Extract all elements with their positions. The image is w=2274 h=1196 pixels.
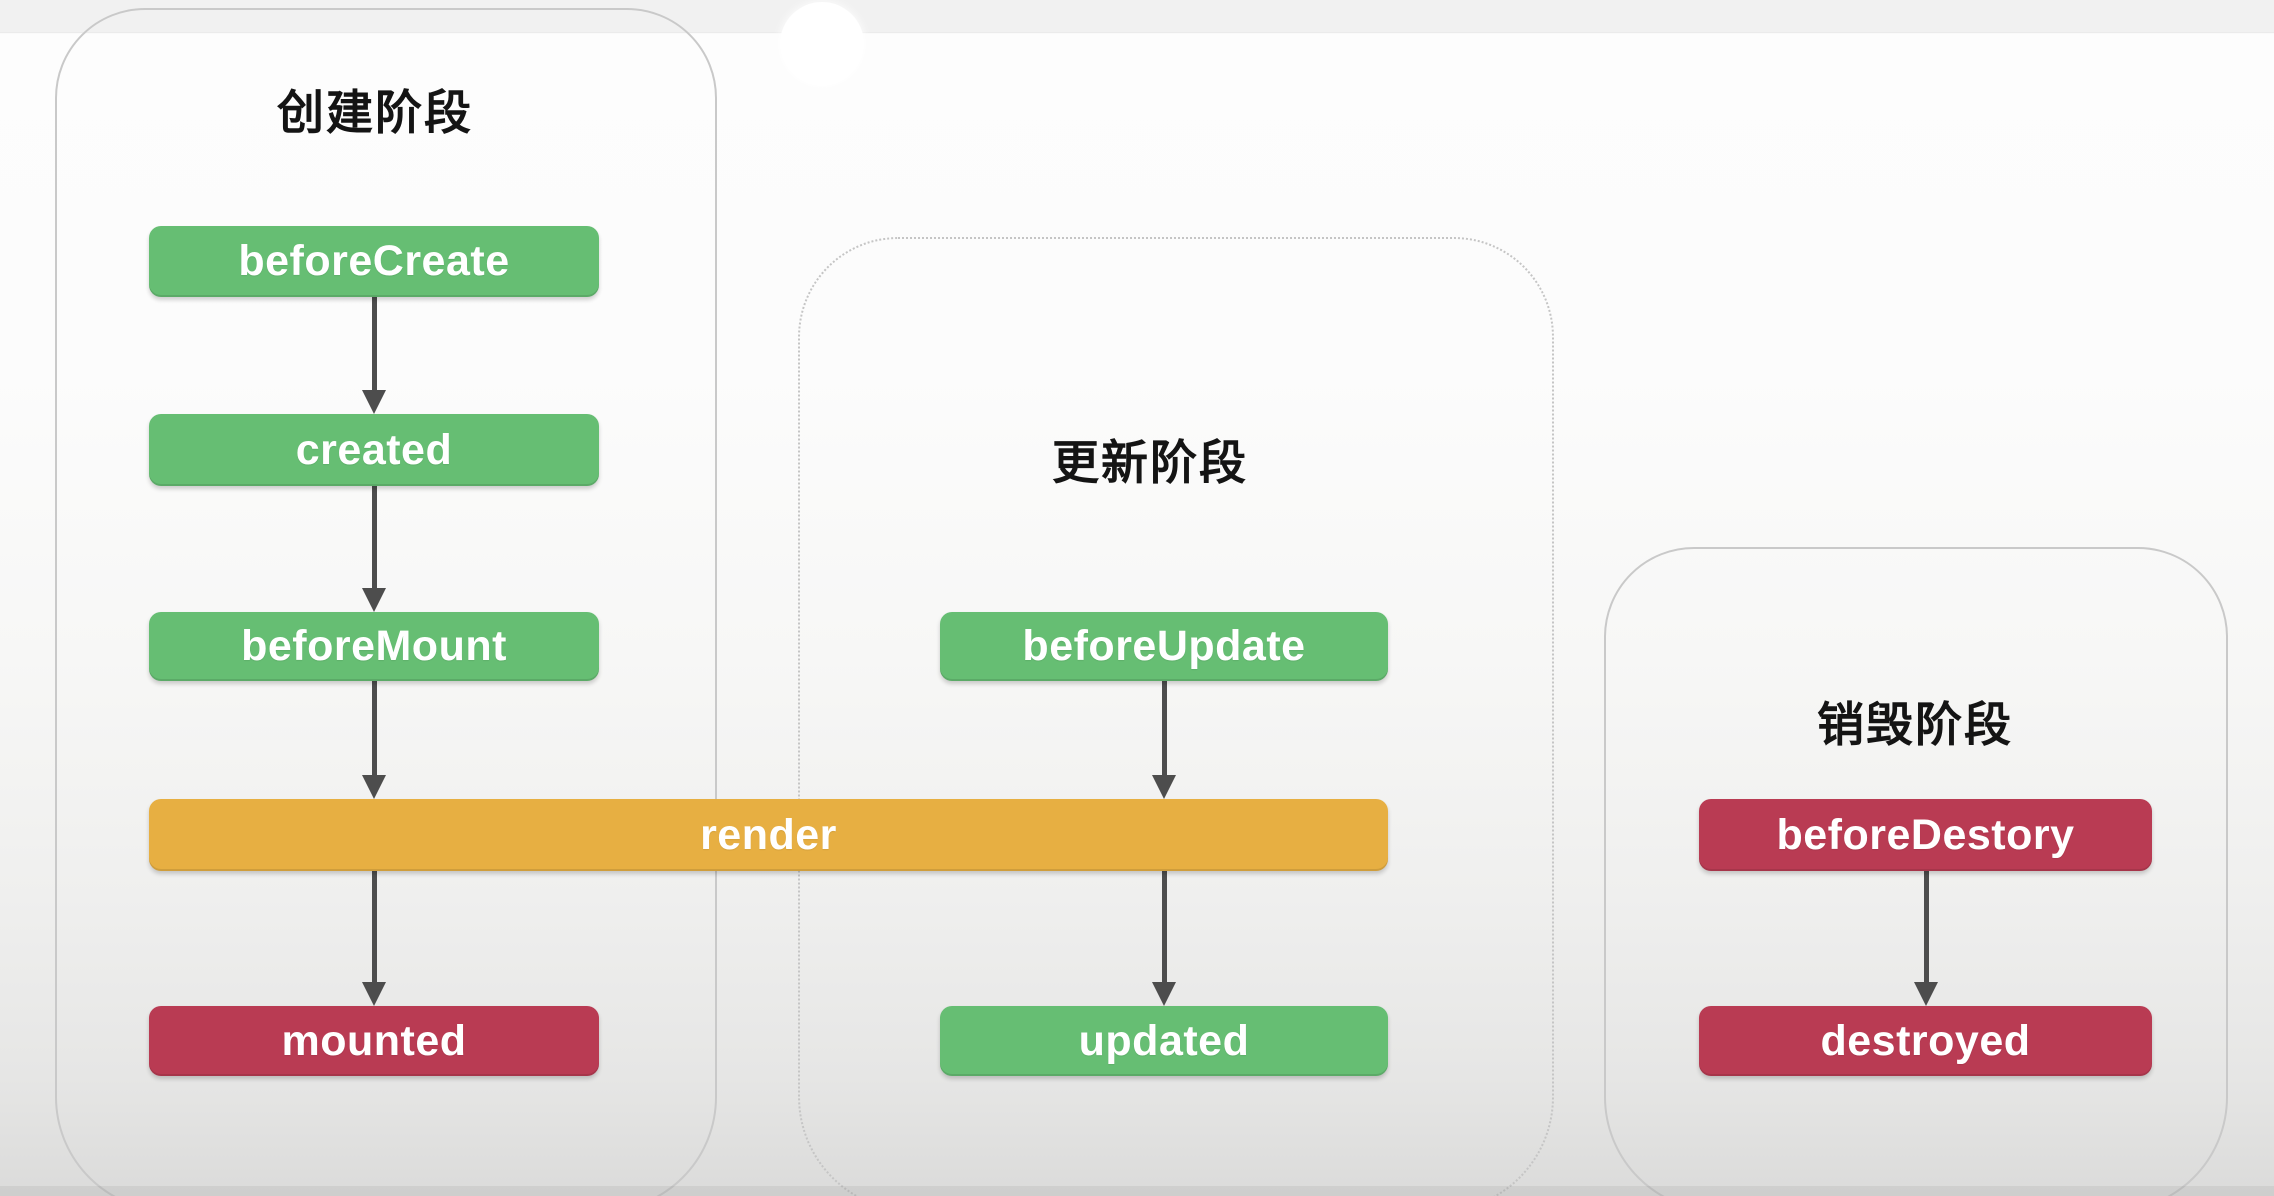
arrow-head-icon <box>1152 982 1176 1006</box>
phase-title-create: 创建阶段 <box>277 86 473 139</box>
arrow-head-icon <box>362 775 386 799</box>
node-mounted: mounted <box>149 1006 599 1076</box>
node-beforeCreate: beforeCreate <box>149 226 599 297</box>
panel-create-phase <box>55 8 717 1196</box>
arrow-head-icon <box>1914 982 1938 1006</box>
arrow-shaft <box>371 871 377 982</box>
arrow-head-icon <box>362 588 386 612</box>
panel-update-phase <box>798 237 1554 1196</box>
node-updated: updated <box>940 1006 1388 1076</box>
phase-title-destroy: 销毁阶段 <box>1817 698 2013 751</box>
arrow-head-icon <box>1152 775 1176 799</box>
arrow-shaft <box>371 681 377 775</box>
arrow-render-to-updated <box>1152 871 1176 1006</box>
node-beforeUpdate: beforeUpdate <box>940 612 1388 681</box>
node-beforeDestory: beforeDestory <box>1699 799 2152 871</box>
arrow-shaft <box>371 297 377 390</box>
arrow-shaft <box>1161 681 1167 775</box>
node-beforeMount: beforeMount <box>149 612 599 681</box>
arrow-shaft <box>371 486 377 588</box>
arrow-head-icon <box>362 390 386 414</box>
panel-destroy-phase <box>1604 547 2228 1196</box>
arrow-head-icon <box>362 982 386 1006</box>
arrow-shaft <box>1161 871 1167 982</box>
highlight-circle <box>780 2 864 86</box>
arrow-beforeDestory-to-destroyed <box>1914 871 1938 1006</box>
arrow-shaft <box>1923 871 1929 982</box>
arrow-render-to-mounted <box>362 871 386 1006</box>
node-created: created <box>149 414 599 486</box>
node-destroyed: destroyed <box>1699 1006 2152 1076</box>
arrow-beforeUpdate-to-render <box>1152 681 1176 799</box>
bottom-background-strip <box>0 1186 2274 1196</box>
top-background-strip <box>0 0 2274 33</box>
arrow-created-to-beforeMount <box>362 486 386 612</box>
arrow-beforeCreate-to-created <box>362 297 386 414</box>
phase-title-update: 更新阶段 <box>1052 436 1248 489</box>
node-render: render <box>149 799 1388 871</box>
arrow-beforeMount-to-render <box>362 681 386 799</box>
